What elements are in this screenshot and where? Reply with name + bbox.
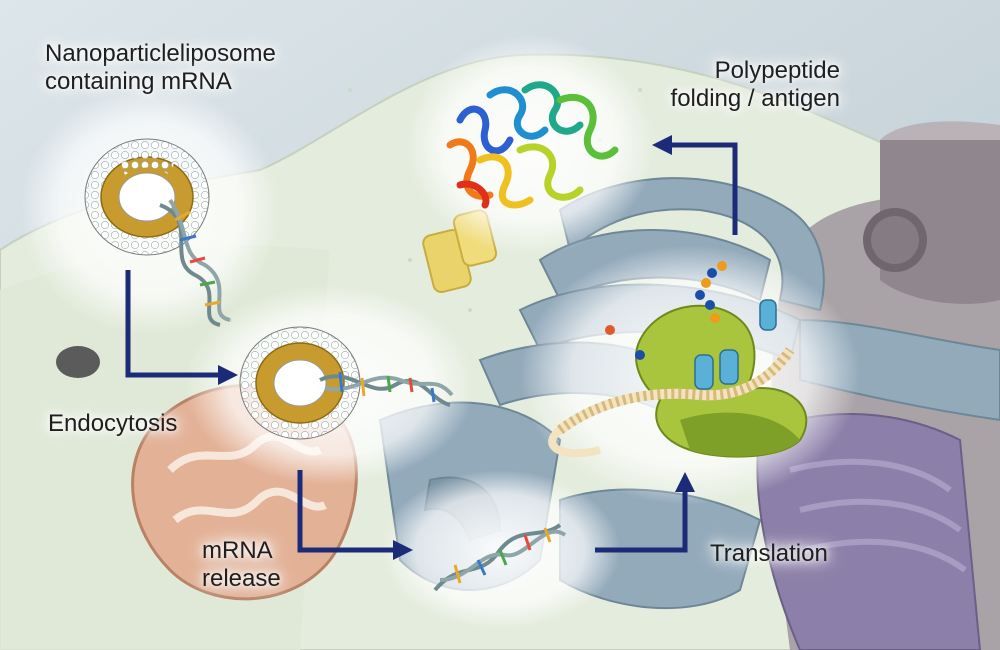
vesicle-icon	[56, 346, 100, 378]
protein-ribbon-icon	[446, 81, 619, 209]
label-endocytosis: Endocytosis	[48, 410, 177, 438]
arrow-translation	[595, 472, 695, 553]
label-mrna-release: mRNA release	[202, 537, 281, 593]
mrna-strand-icon	[159, 198, 231, 327]
golgi-icon	[756, 413, 982, 650]
label-endocytosis-text: Endocytosis	[48, 410, 178, 437]
label-polypeptide: Polypeptide folding / antigen	[671, 57, 840, 113]
label-mrna-release-line-2: release	[202, 565, 281, 592]
liposome-icon	[239, 326, 361, 440]
label-translation: Translation	[710, 540, 828, 568]
label-nanoparticle-line-1: Nanoparticleliposome	[45, 40, 276, 67]
ribosome-icon	[548, 261, 808, 458]
label-polypeptide-line-2: folding / antigen	[670, 85, 840, 112]
label-nanoparticle: Nanoparticleliposome containing mRNA	[45, 40, 276, 96]
label-polypeptide-line-1: Polypeptide	[714, 57, 840, 84]
arrow-folding	[652, 135, 738, 235]
process-arrows	[125, 135, 738, 560]
arrow-mrna-release	[297, 470, 413, 560]
label-nanoparticle-line-2: containing mRNA	[45, 68, 232, 95]
label-translation-text: Translation	[710, 540, 828, 567]
label-mrna-release-line-1: mRNA	[202, 537, 273, 564]
mrna-strand-icon	[319, 371, 454, 407]
arrow-endocytosis	[125, 270, 238, 385]
mrna-strand-icon	[433, 523, 567, 592]
